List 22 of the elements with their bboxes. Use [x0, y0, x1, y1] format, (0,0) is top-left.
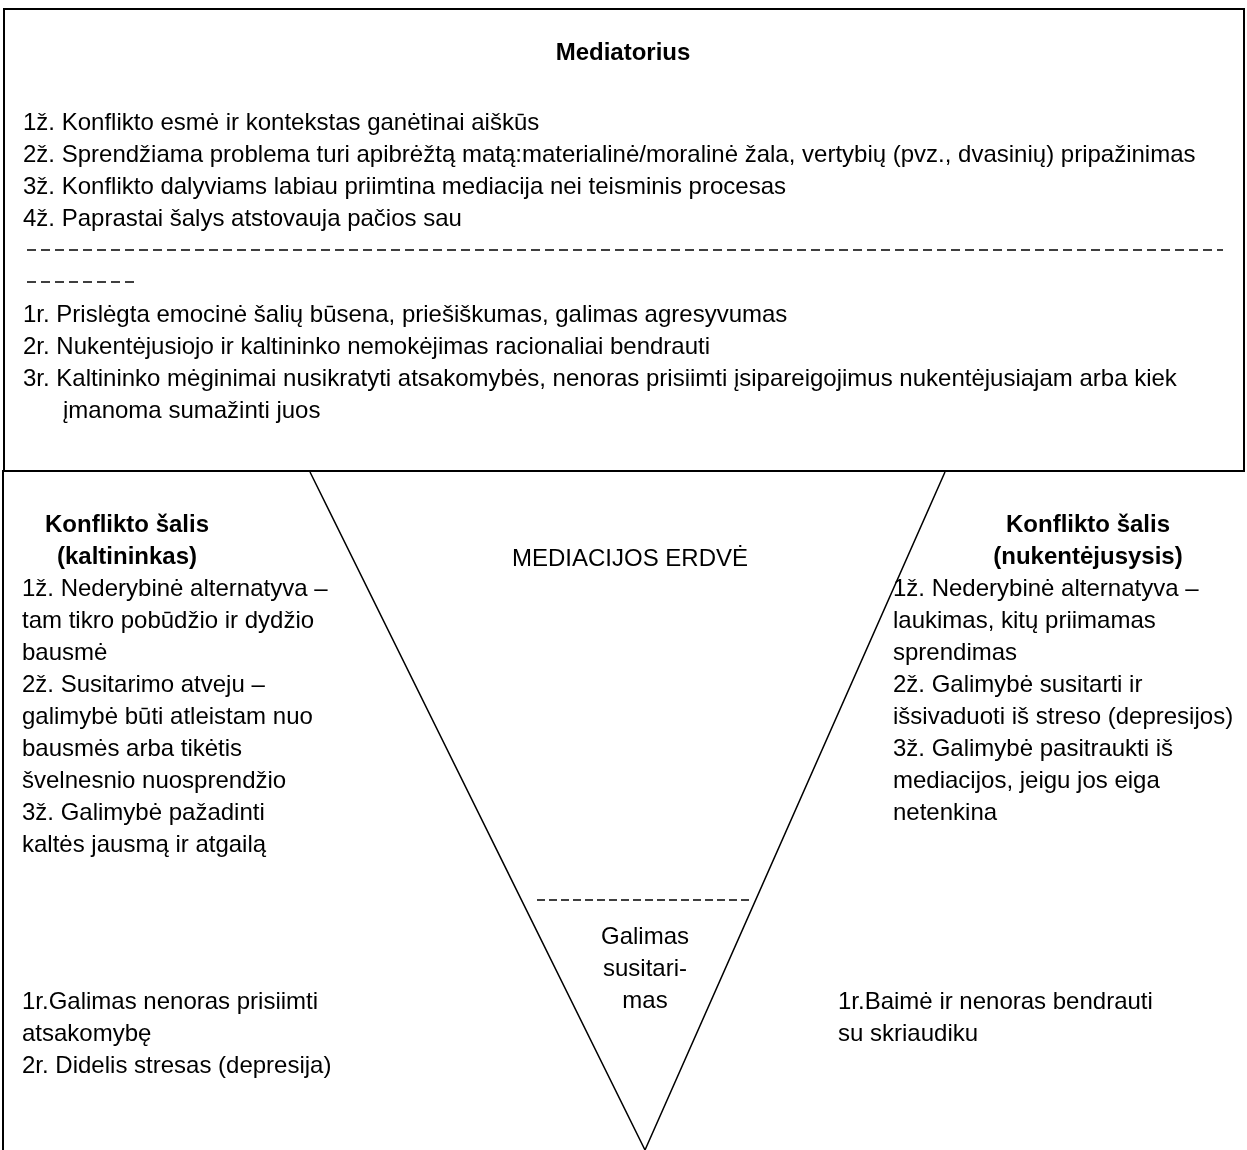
list-item: 4ž. Paprastai šalys atstovauja pačios sau	[23, 203, 463, 233]
list-item: 2ž. Galimybė susitarti ir išsivaduoti iš streso (depresijos)	[893, 669, 1235, 731]
list-item: 1r.Galimas nenoras prisiimti atsakomybę	[22, 986, 320, 1048]
list-item: 2ž. Susitarimo atveju – galimybė būti atleistam nuo bausmės arba tikėtis švelnesnio nuosprendžio	[22, 669, 314, 795]
area-label: MEDIACIJOS ERDVĖ	[510, 543, 749, 573]
list-item: 1r. Prislėgta emocinė šalių būsena, priešiškumas, galimas agresyvumas	[23, 299, 789, 329]
list-item: 1r.Baimė ir nenoras bendrauti su skriaudiku	[838, 986, 1154, 1048]
panel-heading: Mediatorius	[554, 37, 692, 67]
list-item: 1ž. Konflikto esmė ir kontekstas ganėtinai aiškūs	[23, 107, 541, 137]
list-item: 1ž. Nederybinė alternatyva – laukimas, kitų priimamas sprendimas	[893, 573, 1200, 667]
list-item: 2r. Nukentėjusiojo ir kaltininko nemokėjimas racionaliai bendrauti	[23, 331, 712, 361]
mediator-panel	[3, 8, 1245, 472]
list-item: 1ž. Nederybinė alternatyva – tam tikro pobūdžio ir dydžio bausmė	[22, 573, 329, 667]
list-item: 3ž. Konflikto dalyviams labiau priimtina mediacija nei teisminis procesas	[23, 171, 787, 201]
area-label: Galimas susitari-mas	[600, 921, 690, 1015]
list-item: 3r. Kaltininko mėginimai nusikratyti atsakomybės, nenoras prisiimti įsipareigojimus nukentėjusiajam arba kiek įmanoma sumažinti juos	[23, 363, 1178, 425]
list-item: 2r. Didelis stresas (depresija)	[22, 1050, 333, 1080]
column-heading: Konflikto šalis (nukentėjusysis)	[992, 509, 1184, 571]
list-item: 3ž. Galimybė pasitraukti iš mediacijos, jeigu jos eiga netenkina	[893, 733, 1175, 827]
list-item: 3ž. Galimybė pažadinti kaltės jausmą ir atgailą	[22, 797, 268, 859]
column-heading: Konflikto šalis (kaltininkas)	[44, 509, 210, 571]
list-item: 2ž. Sprendžiama problema turi apibrėžtą matą:materialinė/moralinė žala, vertybių (pvz., dvasinių) pripažinimas	[23, 139, 1197, 169]
